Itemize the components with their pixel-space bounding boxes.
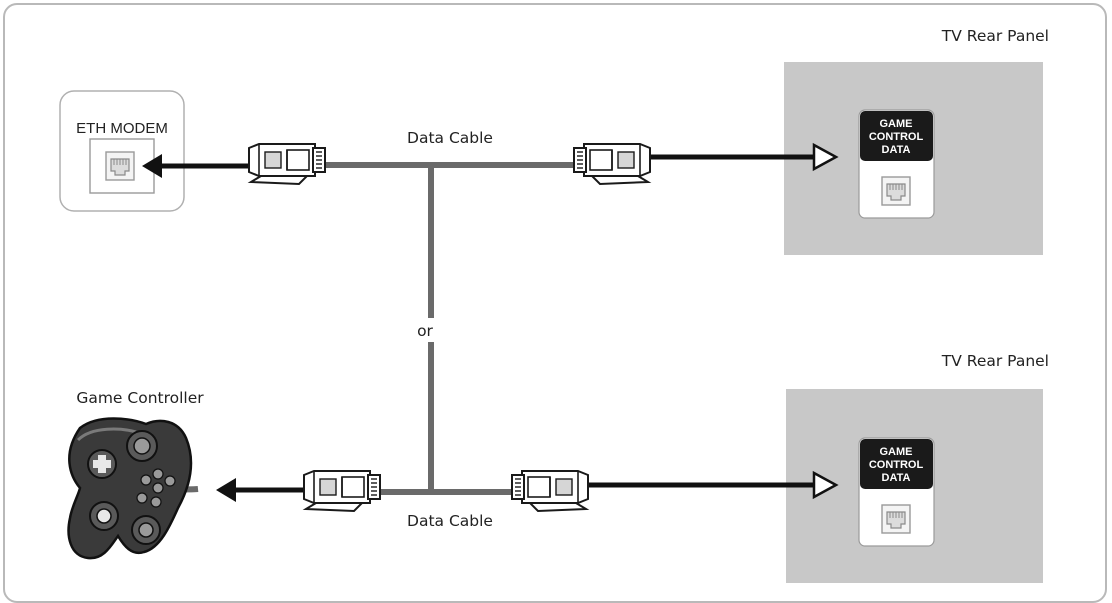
game-control-data-port-bottom: GAME CONTROL DATA xyxy=(858,437,935,547)
port-line-1: GAME xyxy=(880,446,913,458)
arrow-to-modem xyxy=(142,154,254,178)
tv-panel-label-top: TV Rear Panel xyxy=(941,27,1049,45)
game-controller-icon xyxy=(67,417,193,560)
arrow-to-tv-bottom xyxy=(580,470,839,500)
data-cable-label-bottom: Data Cable xyxy=(407,512,493,530)
tv-panel-label-bottom: TV Rear Panel xyxy=(941,352,1049,370)
game-control-data-port-top: GAME CONTROL DATA xyxy=(858,109,935,219)
eth-modem: ETH MODEM xyxy=(59,90,185,212)
port-line-1: GAME xyxy=(880,118,913,130)
port-line-2: CONTROL xyxy=(869,131,924,143)
or-label: or xyxy=(417,322,433,340)
port-line-3: DATA xyxy=(882,472,911,484)
game-controller-label: Game Controller xyxy=(76,389,204,407)
rj45-plug-icon xyxy=(511,470,589,512)
eth-modem-label: ETH MODEM xyxy=(76,120,168,137)
arrow-to-controller xyxy=(216,478,306,502)
port-line-3: DATA xyxy=(882,144,911,156)
rj45-plug-icon xyxy=(303,470,381,512)
ethernet-jack-icon xyxy=(881,176,911,206)
ethernet-jack-icon xyxy=(105,151,135,181)
data-cable-network xyxy=(168,162,580,495)
data-cable-label-top: Data Cable xyxy=(407,129,493,147)
rj45-plug-icon xyxy=(573,143,651,185)
rj45-plug-icon xyxy=(248,143,326,185)
port-line-2: CONTROL xyxy=(869,459,924,471)
arrow-to-tv-top xyxy=(640,142,839,172)
ethernet-jack-icon xyxy=(881,504,911,534)
